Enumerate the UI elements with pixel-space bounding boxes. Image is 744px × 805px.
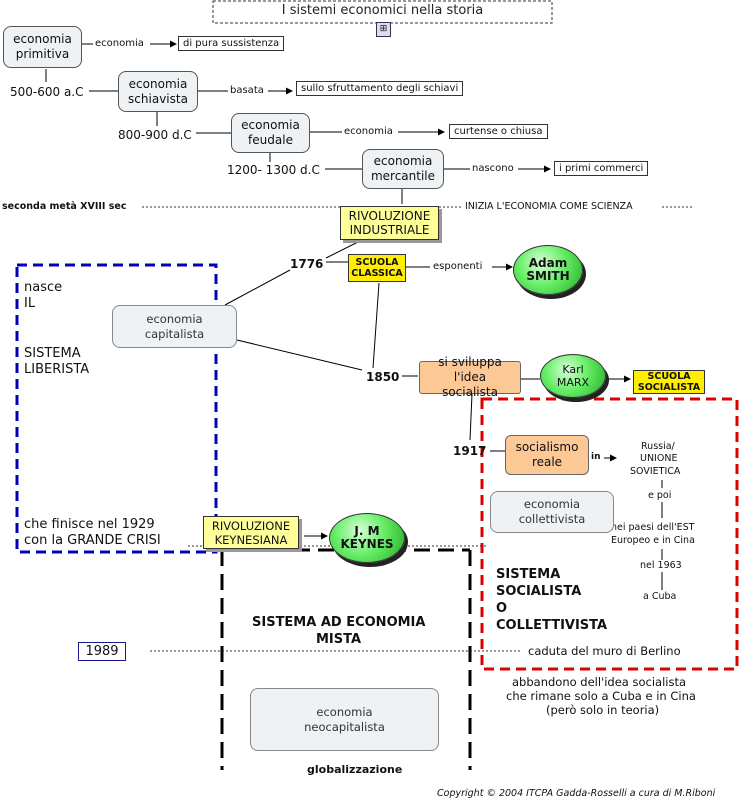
node-mercantile[interactable]: economia mercantile bbox=[362, 149, 444, 189]
box-commerci[interactable]: i primi commerci bbox=[554, 161, 649, 176]
liberista-finisce: che finisce nel 1929 bbox=[24, 517, 155, 532]
date-500: 500-600 a.C bbox=[10, 85, 84, 99]
node-collettivista[interactable]: economia collettivista bbox=[490, 491, 614, 533]
mista-line-1: MISTA bbox=[316, 632, 362, 647]
timeline-left: seconda metà XVIII sec bbox=[2, 201, 127, 212]
scuola-classica[interactable]: SCUOLA CLASSICA bbox=[348, 254, 406, 282]
liberista-sistema: SISTEMA bbox=[24, 346, 81, 361]
mista-line-0: SISTEMA AD ECONOMIA bbox=[252, 615, 426, 630]
box-sussistenza[interactable]: di pura sussistenza bbox=[178, 36, 285, 51]
map-link-icon[interactable]: ⊞ bbox=[376, 22, 391, 37]
link-basata: basata bbox=[230, 85, 264, 96]
date-1917: 1917 bbox=[453, 444, 487, 458]
socialista-line-2: O bbox=[496, 601, 508, 616]
socialismo-reale[interactable]: socialismo reale bbox=[505, 435, 589, 475]
date-1850: 1850 bbox=[366, 370, 400, 384]
date-800: 800-900 d.C bbox=[118, 128, 192, 142]
abbandono-line-1: che rimane solo a Cuba e in Cina bbox=[506, 689, 696, 703]
russia-line-4: nei paesi dell'EST bbox=[611, 522, 695, 533]
liberista-crisi: con la GRANDE CRISI bbox=[24, 533, 161, 548]
russia-line-0: Russia/ bbox=[641, 441, 675, 452]
date-1200: 1200- 1300 d.C bbox=[227, 163, 320, 177]
abbandono-line-2: (però solo in teoria) bbox=[546, 703, 660, 717]
rivoluzione-keynesiana[interactable]: RIVOLUZIONE KEYNESIANA bbox=[203, 516, 299, 549]
node-schiavista[interactable]: economia schiavista bbox=[118, 71, 198, 112]
scuola-socialista[interactable]: SCUOLA SOCIALISTA bbox=[633, 370, 705, 394]
russia-line-3: e poi bbox=[648, 490, 672, 501]
karl-marx-node[interactable]: Karl MARX bbox=[540, 354, 606, 398]
liberista-nasce: nasce bbox=[24, 280, 63, 295]
link-economia-1: economia bbox=[95, 38, 144, 49]
link-nascono: nascono bbox=[472, 163, 514, 174]
caduta-muro: caduta del muro di Berlino bbox=[528, 644, 681, 658]
socialista-line-3: COLLETTIVISTA bbox=[496, 618, 608, 633]
rivoluzione-industriale[interactable]: RIVOLUZIONE INDUSTRIALE bbox=[340, 206, 439, 240]
link-in: in bbox=[591, 452, 601, 462]
link-esponenti: esponenti bbox=[433, 261, 483, 272]
russia-line-6: nel 1963 bbox=[640, 560, 682, 571]
date-1776: 1776 bbox=[290, 257, 324, 271]
date-1989: 1989 bbox=[78, 642, 126, 661]
russia-line-1: UNIONE bbox=[640, 453, 678, 464]
keynes-node[interactable]: J. M KEYNES bbox=[329, 513, 405, 563]
node-neocapitalista[interactable]: economia neocapitalista bbox=[250, 688, 439, 751]
timeline-right: INIZIA L'ECONOMIA COME SCIENZA bbox=[465, 201, 633, 212]
node-feudale[interactable]: economia feudale bbox=[231, 113, 310, 153]
russia-line-2: SOVIETICA bbox=[630, 466, 681, 477]
liberista-liberista: LIBERISTA bbox=[24, 362, 90, 377]
socialista-line-0: SISTEMA bbox=[496, 567, 561, 582]
russia-line-5: Europeo e in Cina bbox=[611, 535, 695, 546]
liberista-il: IL bbox=[24, 296, 36, 311]
box-schiavi[interactable]: sullo sfruttamento degli schiavi bbox=[296, 81, 464, 96]
copyright-text: Copyright © 2004 ITCPA Gadda-Rosselli a … bbox=[437, 788, 716, 799]
abbandono-line-0: abbandono dell'idea socialista bbox=[512, 675, 687, 689]
idea-socialista[interactable]: si sviluppa l'idea socialista bbox=[419, 355, 521, 399]
page-title: I sistemi economici nella storia bbox=[281, 3, 484, 18]
box-curtense[interactable]: curtense o chiusa bbox=[449, 124, 548, 139]
globalizzazione-label: globalizzazione bbox=[307, 763, 403, 776]
link-economia-2: economia bbox=[344, 126, 393, 137]
russia-line-7: a Cuba bbox=[643, 591, 677, 602]
node-primitiva[interactable]: economia primitiva bbox=[3, 26, 82, 68]
node-capitalista[interactable]: economia capitalista bbox=[112, 305, 237, 348]
socialista-line-1: SOCIALISTA bbox=[496, 584, 582, 599]
adam-smith-node[interactable]: Adam SMITH bbox=[513, 245, 583, 295]
